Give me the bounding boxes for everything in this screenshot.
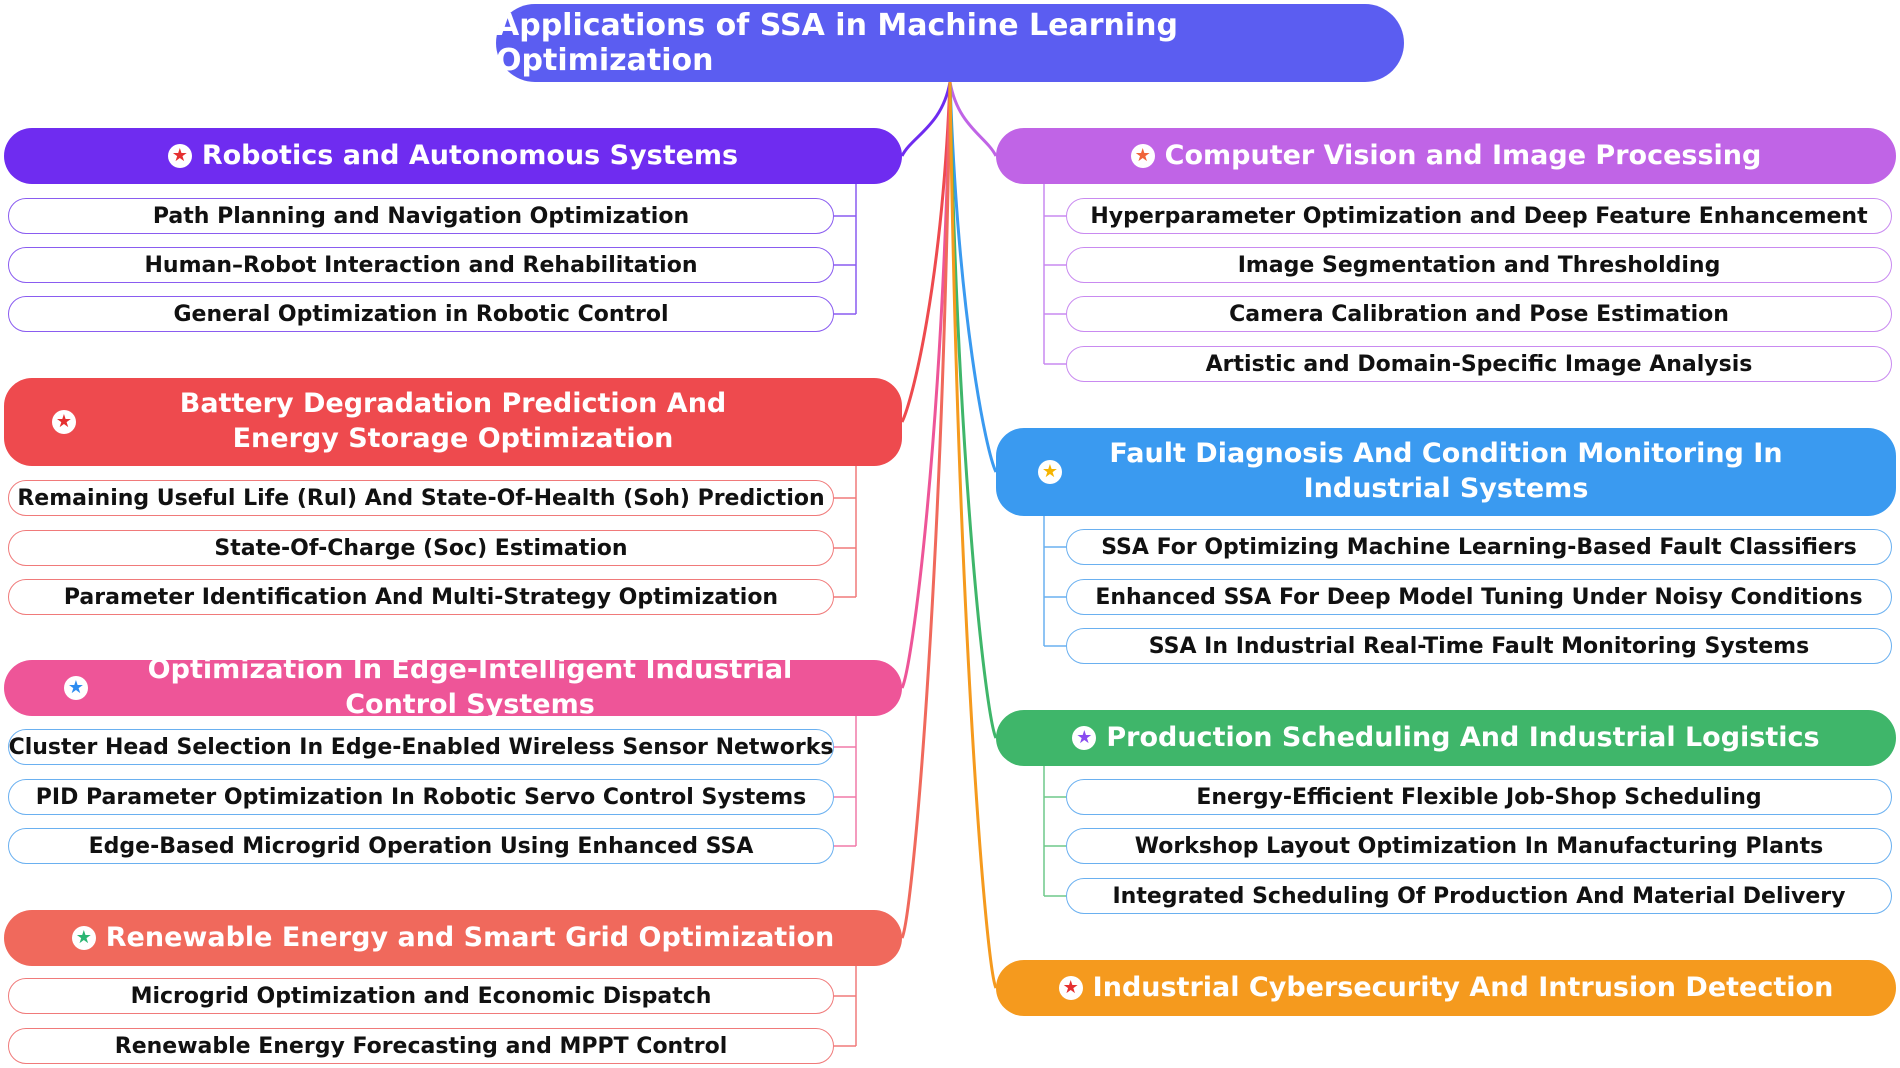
subtopic-battery-2[interactable]: State-Of-Charge (Soc) Estimation <box>8 530 834 566</box>
star-icon: ★ <box>1072 726 1097 750</box>
branch-line-cyber <box>948 81 998 989</box>
subtopic-robotics-3[interactable]: General Optimization in Robotic Control <box>8 296 834 332</box>
category-label: Production Scheduling And Industrial Log… <box>1106 721 1820 753</box>
star-icon: ★ <box>1038 460 1062 484</box>
branch-line-vision <box>948 81 998 157</box>
category-battery[interactable]: ★ Battery Degradation Prediction And Ene… <box>4 378 902 466</box>
subtopic-robotics-2[interactable]: Human–Robot Interaction and Rehabilitati… <box>8 247 834 283</box>
subtopic-battery-3[interactable]: Parameter Identification And Multi-Strat… <box>8 579 834 615</box>
root-topic[interactable]: Applications of SSA in Machine Learning … <box>496 4 1404 82</box>
category-production[interactable]: ★ Production Scheduling And Industrial L… <box>996 710 1896 766</box>
subtopic-production-1[interactable]: Energy-Efficient Flexible Job-Shop Sched… <box>1066 779 1892 815</box>
category-label: Computer Vision and Image Processing <box>1164 139 1762 171</box>
category-label: Fault Diagnosis And Condition Monitoring… <box>1109 438 1783 504</box>
subtopic-robotics-1[interactable]: Path Planning and Navigation Optimizatio… <box>8 198 834 234</box>
category-renewable[interactable]: ★ Renewable Energy and Smart Grid Optimi… <box>4 910 902 966</box>
star-icon: ★ <box>167 144 192 168</box>
subtopic-renewable-2[interactable]: Renewable Energy Forecasting and MPPT Co… <box>8 1028 834 1064</box>
subtopic-edge-2[interactable]: PID Parameter Optimization In Robotic Se… <box>8 779 834 815</box>
star-icon: ★ <box>64 676 88 700</box>
category-label: Robotics and Autonomous Systems <box>201 139 739 171</box>
branch-line-battery <box>900 81 952 423</box>
branch-line-robotics <box>900 81 952 157</box>
star-icon: ★ <box>52 410 76 434</box>
subtopic-fault-2[interactable]: Enhanced SSA For Deep Model Tuning Under… <box>1066 579 1892 615</box>
subtopic-edge-1[interactable]: Cluster Head Selection In Edge-Enabled W… <box>8 729 834 765</box>
subtopic-fault-3[interactable]: SSA In Industrial Real-Time Fault Monito… <box>1066 628 1892 664</box>
category-edge[interactable]: ★ Optimization In Edge-Intelligent Indus… <box>4 654 902 720</box>
branch-line-renewable <box>900 81 952 939</box>
subtopic-battery-1[interactable]: Remaining Useful Life (Rul) And State-Of… <box>8 480 834 516</box>
subtopic-production-2[interactable]: Workshop Layout Optimization In Manufact… <box>1066 828 1892 864</box>
branch-line-edge <box>900 81 952 689</box>
category-robotics[interactable]: ★ Robotics and Autonomous Systems <box>4 128 902 184</box>
star-icon: ★ <box>1058 976 1083 1000</box>
subtopic-renewable-1[interactable]: Microgrid Optimization and Economic Disp… <box>8 978 834 1014</box>
category-label: Industrial Cybersecurity And Intrusion D… <box>1092 971 1834 1003</box>
subtopic-vision-1[interactable]: Hyperparameter Optimization and Deep Fea… <box>1066 198 1892 234</box>
subtopic-production-3[interactable]: Integrated Scheduling Of Production And … <box>1066 878 1892 914</box>
category-label: Renewable Energy and Smart Grid Optimiza… <box>105 921 835 953</box>
subtopic-vision-4[interactable]: Artistic and Domain-Specific Image Analy… <box>1066 346 1892 382</box>
star-icon: ★ <box>71 926 96 950</box>
star-icon: ★ <box>1130 144 1155 168</box>
subtopic-edge-3[interactable]: Edge-Based Microgrid Operation Using Enh… <box>8 828 834 864</box>
category-cyber[interactable]: ★ Industrial Cybersecurity And Intrusion… <box>996 960 1896 1016</box>
category-label: Battery Degradation Prediction And Energ… <box>179 388 727 454</box>
branch-line-production <box>948 81 998 739</box>
category-vision[interactable]: ★ Computer Vision and Image Processing <box>996 128 1896 184</box>
subtopic-vision-2[interactable]: Image Segmentation and Thresholding <box>1066 247 1892 283</box>
category-label: Optimization In Edge-Intelligent Industr… <box>147 654 793 720</box>
branch-line-fault <box>948 81 998 473</box>
category-fault[interactable]: ★ Fault Diagnosis And Condition Monitori… <box>996 428 1896 516</box>
subtopic-vision-3[interactable]: Camera Calibration and Pose Estimation <box>1066 296 1892 332</box>
subtopic-fault-1[interactable]: SSA For Optimizing Machine Learning-Base… <box>1066 529 1892 565</box>
